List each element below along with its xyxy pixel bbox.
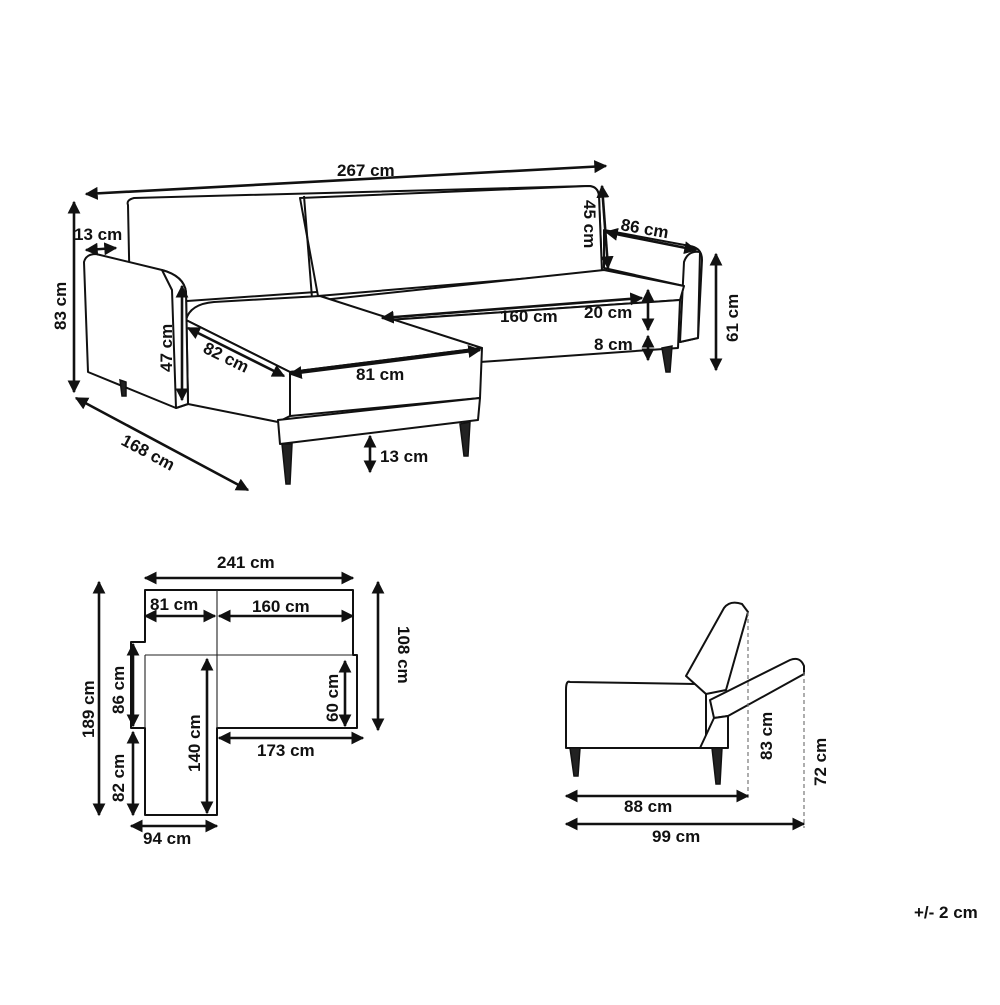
label-side-back-height: 83 cm — [757, 712, 776, 760]
top-view: 241 cm 81 cm 160 cm 189 cm 86 cm 82 cm 1… — [79, 553, 413, 848]
label-top-right-depth: 108 cm — [394, 626, 413, 684]
leg — [569, 747, 581, 777]
leg — [711, 747, 723, 785]
label-backrest-height: 45 cm — [580, 200, 599, 248]
label-chaise-arm-height: 47 cm — [157, 324, 176, 372]
label-top-total-width: 241 cm — [217, 553, 275, 572]
side-backrest — [685, 601, 749, 695]
leg — [459, 421, 471, 457]
label-top-total-length: 189 cm — [79, 680, 98, 738]
label-top-sofa-width: 160 cm — [252, 597, 310, 616]
label-side-sofa-depth: 88 cm — [624, 797, 672, 816]
leg — [661, 345, 673, 373]
side-view: 88 cm 99 cm 83 cm 72 cm — [564, 601, 830, 846]
label-top-bottom-width: 173 cm — [257, 741, 315, 760]
label-leg-height: 13 cm — [380, 447, 428, 466]
label-armrest-width: 13 cm — [74, 225, 122, 244]
tolerance-note: +/- 2 cm — [914, 903, 978, 922]
label-top-chaise-width: 81 cm — [150, 595, 198, 614]
label-top-chaise-outer: 94 cm — [143, 829, 191, 848]
label-top-seat-depth: 60 cm — [323, 674, 342, 722]
leg — [281, 443, 293, 485]
side-sofa-body — [565, 680, 707, 749]
label-side-bed-depth: 99 cm — [652, 827, 700, 846]
leg — [119, 378, 127, 397]
label-top-back-depth: 86 cm — [109, 666, 128, 714]
label-seat-length: 160 cm — [500, 307, 558, 326]
label-total-height: 83 cm — [51, 282, 70, 330]
label-frame-height: 8 cm — [594, 335, 633, 354]
label-top-chaise-extension: 82 cm — [109, 754, 128, 802]
label-total-width: 267 cm — [337, 161, 395, 180]
side-bed-section — [709, 657, 805, 719]
label-seat-height: 20 cm — [584, 303, 632, 322]
label-top-seat-length: 140 cm — [185, 714, 204, 772]
label-chaise-width: 81 cm — [356, 365, 404, 384]
label-side-bed-height: 72 cm — [811, 738, 830, 786]
label-side-height: 61 cm — [723, 294, 742, 342]
